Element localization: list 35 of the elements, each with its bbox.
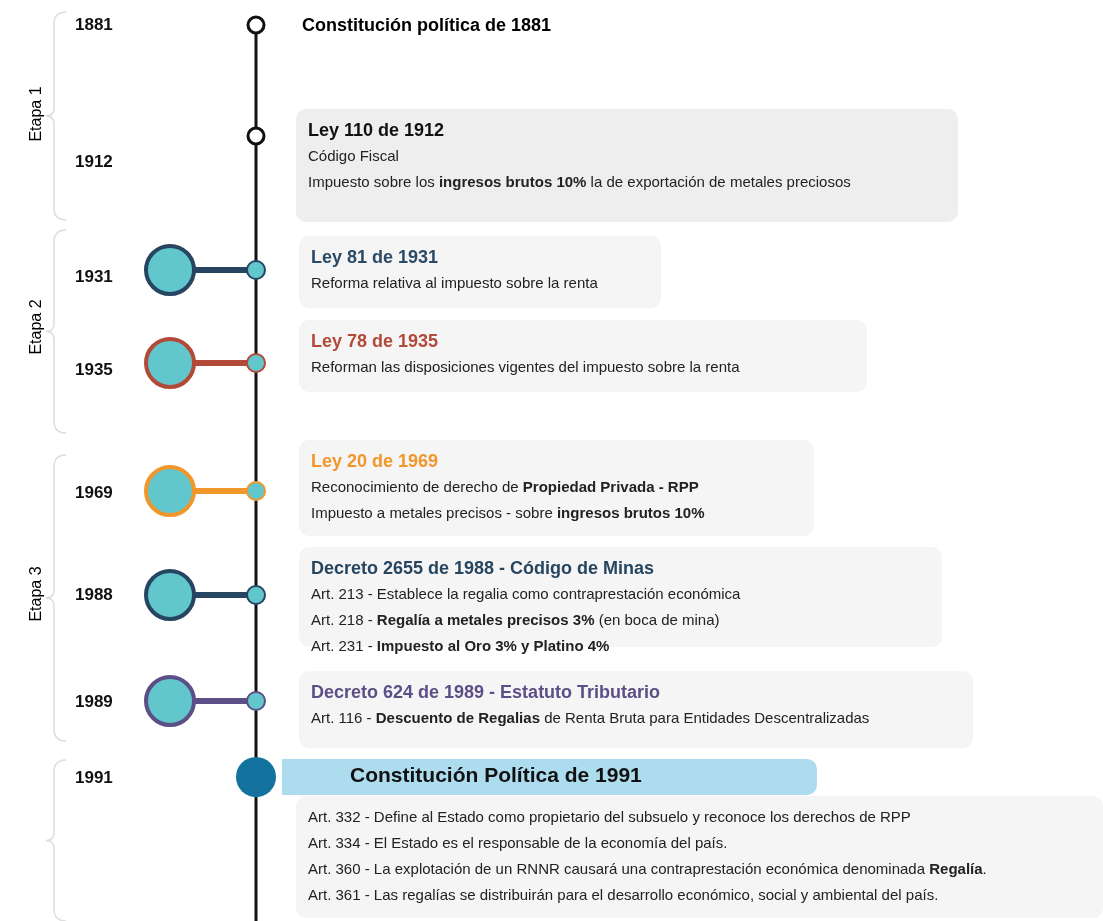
year-label: 1935 bbox=[75, 360, 113, 380]
description-text: Art. 213 - Establece la regalia como contraprestación económica bbox=[311, 584, 742, 604]
description-text: Art. 332 - Define al Estado como propietario del subsuelo y reconoce los derechos de RPP bbox=[308, 807, 912, 827]
description-text: Impuesto a metales precisos - sobre ingresos brutos 10% bbox=[311, 503, 706, 523]
description-text: Art. 334 - El Estado es el responsable de la economía del país. bbox=[308, 833, 729, 853]
heading: Ley 78 de 1935 bbox=[311, 330, 440, 353]
year-label: 1989 bbox=[75, 692, 113, 712]
heading: Ley 110 de 1912 bbox=[308, 119, 446, 142]
heading: Ley 81 de 1931 bbox=[311, 246, 440, 269]
year-label: 1991 bbox=[75, 768, 113, 788]
heading: Constitución política de 1881 bbox=[302, 15, 552, 36]
heading: Decreto 624 de 1989 - Estatuto Tributario bbox=[311, 681, 662, 704]
heading: Ley 20 de 1969 bbox=[311, 450, 440, 473]
description-text: Impuesto sobre los ingresos brutos 10% la de exportación de metales preciosos bbox=[308, 172, 852, 192]
description-text: Art. 116 - Descuento de Regalias de Renta Bruta para Entidades Descentralizadas bbox=[311, 708, 871, 728]
description-text: Art. 360 - La explotación de un RNNR causará una contraprestación económica denominada Regalía. bbox=[308, 859, 988, 879]
year-label: 1881 bbox=[75, 15, 113, 35]
description-text: Art. 361 - Las regalías se distribuirán para el desarrollo económico, social y ambiental del país. bbox=[308, 885, 940, 905]
heading: Constitución Política de 1991 bbox=[350, 762, 643, 788]
year-label: 1931 bbox=[75, 267, 113, 287]
text-card bbox=[296, 796, 1103, 918]
description-text: Reforma relativa al impuesto sobre la renta bbox=[311, 273, 599, 293]
year-label: 1969 bbox=[75, 483, 113, 503]
year-label: 1988 bbox=[75, 585, 113, 605]
description-text: Reconocimiento de derecho de Propiedad Privada - RPP bbox=[311, 477, 700, 497]
stage-label: Etapa 3 bbox=[26, 566, 45, 622]
stage-label: Etapa 2 bbox=[26, 299, 45, 355]
description-text: Art. 218 - Regalía a metales precisos 3% (en boca de mina) bbox=[311, 610, 721, 630]
title-band bbox=[282, 759, 817, 795]
heading: Decreto 2655 de 1988 - Código de Minas bbox=[311, 557, 656, 580]
description-text: Reforman las disposiciones vigentes del impuesto sobre la renta bbox=[311, 357, 741, 377]
stage-label: Etapa 1 bbox=[26, 86, 45, 142]
description-text: Art. 231 - Impuesto al Oro 3% y Platino 4% bbox=[311, 636, 611, 656]
year-label: 1912 bbox=[75, 152, 113, 172]
description-text: Código Fiscal bbox=[308, 146, 400, 166]
